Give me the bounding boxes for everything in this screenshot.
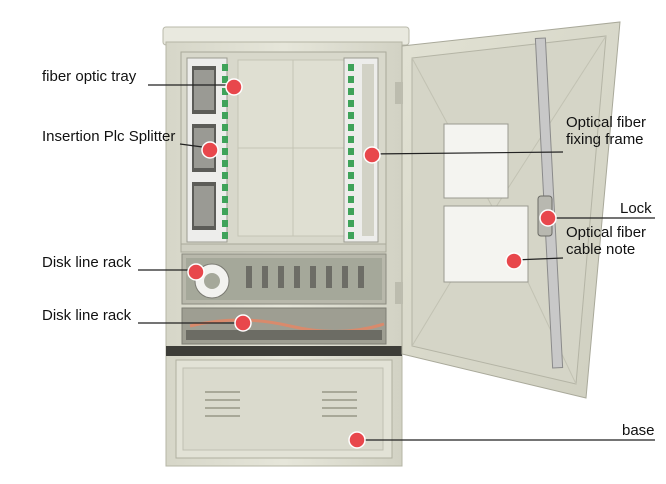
label-line: fixing frame (566, 131, 644, 148)
left-splitter-frame (186, 57, 228, 243)
base-separator (166, 346, 402, 356)
disk-line-rack-upper (181, 253, 387, 305)
right-adapter-column (348, 64, 354, 239)
label-fiber-optic-tray: fiber optic tray (42, 68, 137, 85)
disk-line-rack-lower (181, 307, 387, 345)
left-adapter-column (222, 64, 228, 239)
label-optical-fiber-cable-note: Optical fiber cable note (566, 224, 646, 258)
label-line: Optical fiber (566, 114, 647, 131)
marker-insertion-plc-splitter (201, 141, 219, 159)
marker-disk-line-rack-upper (187, 263, 205, 281)
marker-disk-line-rack-lower (234, 314, 252, 332)
label-lock: Lock (620, 200, 652, 217)
marker-lock (539, 209, 557, 227)
leader-lines (138, 84, 655, 441)
label-insertion-plc-splitter: Insertion Plc Splitter (42, 128, 176, 145)
label-disk-line-rack-upper: Disk line rack (42, 254, 132, 271)
markers (187, 78, 557, 449)
label-line: Optical fiber (566, 224, 647, 241)
label-disk-line-rack-lower: Disk line rack (42, 307, 132, 324)
marker-optical-fiber-cable-note (505, 252, 523, 270)
label-base: base (622, 422, 655, 439)
back-panel (237, 59, 349, 237)
label-line: cable note (566, 241, 636, 258)
marker-fiber-optic-tray (225, 78, 243, 96)
marker-optical-fiber-fixing-frame (363, 146, 381, 164)
cabinet-door (395, 21, 621, 399)
label-optical-fiber-fixing-frame: Optical fiber fixing frame (566, 114, 646, 148)
middle-divider (180, 243, 387, 253)
marker-base (348, 431, 366, 449)
leader-optical-fiber-fixing-frame (371, 151, 564, 155)
